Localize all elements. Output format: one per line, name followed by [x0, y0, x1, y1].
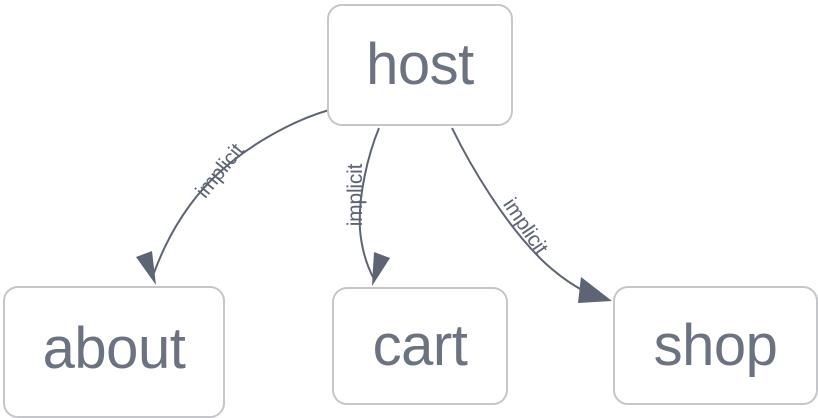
edge-host-cart-arrowhead: [372, 252, 390, 286]
edge-host-about-label: implicit: [191, 139, 248, 202]
node-shop-label: shop: [653, 312, 778, 378]
node-host[interactable]: host: [327, 4, 513, 126]
node-cart-label: cart: [372, 313, 468, 378]
node-shop[interactable]: shop: [613, 286, 818, 405]
node-about-label: about: [42, 316, 186, 381]
edge-host-cart[interactable]: implicit: [344, 127, 390, 286]
edge-host-shop[interactable]: implicit: [451, 127, 612, 303]
node-host-label: host: [366, 32, 474, 97]
edge-host-about-arrowhead: [136, 251, 156, 285]
edge-host-shop-label: implicit: [498, 194, 552, 259]
edge-host-about-path: [151, 109, 330, 279]
edge-host-about[interactable]: implicit: [136, 109, 330, 285]
edge-host-shop-arrowhead: [578, 277, 612, 303]
node-cart[interactable]: cart: [332, 287, 508, 405]
edge-host-cart-path: [358, 127, 380, 280]
node-about[interactable]: about: [3, 286, 225, 418]
edge-host-cart-label: implicit: [344, 163, 367, 226]
